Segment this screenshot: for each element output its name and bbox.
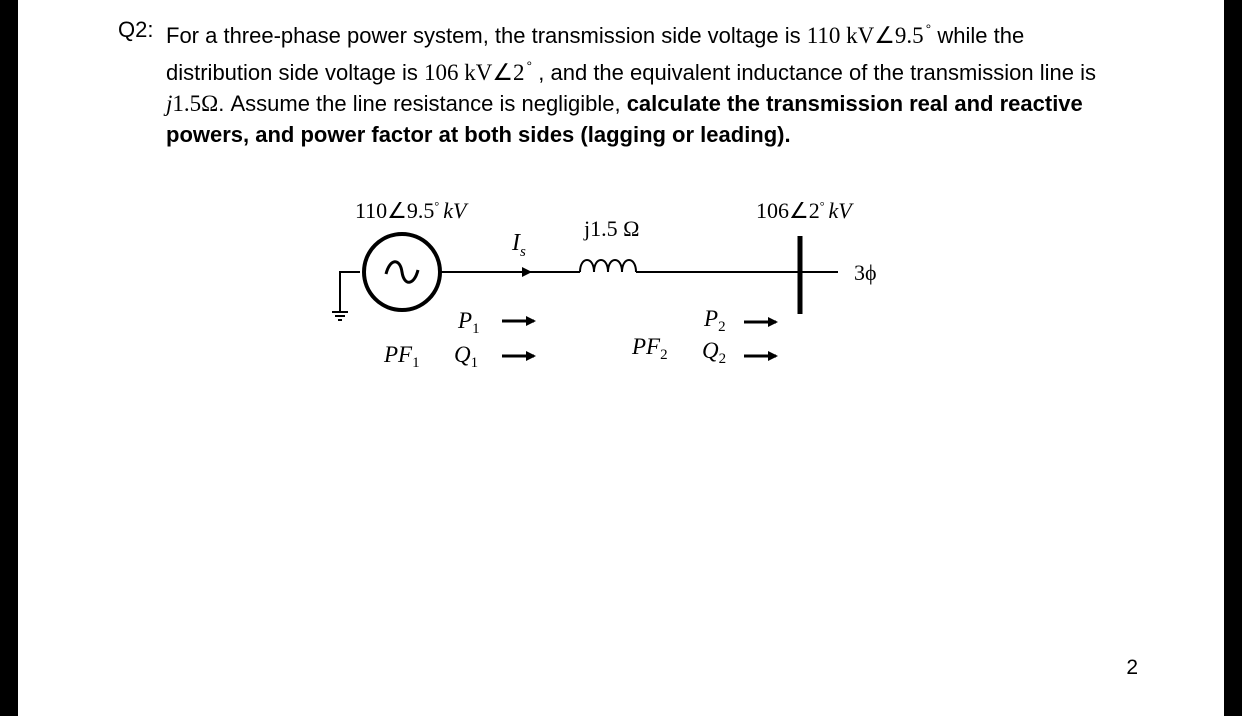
question-text-part3: , and the equivalent inductance of the t… <box>538 60 1096 85</box>
pf2-label: PF2 <box>631 334 668 363</box>
degree-symbol: ° <box>526 58 533 74</box>
angle-symbol: ∠ <box>492 60 514 85</box>
q1-label: Q1 <box>454 342 478 371</box>
angle-symbol: ∠ <box>874 23 895 48</box>
impedance-label: j1.5 Ω <box>583 216 639 241</box>
pf1-label: PF1 <box>383 342 420 371</box>
question-text-part4: . Assume the line resistance is negligib… <box>218 91 621 116</box>
reactance-value: 1.5Ω <box>172 91 219 116</box>
question-task-bold: calculate the transmission real and reac… <box>166 91 1083 147</box>
question-text: For a three-phase power system, the tran… <box>166 14 1118 150</box>
p2-label: P2 <box>703 306 726 335</box>
single-line-diagram: 110∠9.5°kV 106∠2°kV j1.5 Ω Is 3ϕ P1 PF1 … <box>332 198 877 371</box>
transmission-voltage-angle: 9.5 <box>894 23 924 48</box>
question-text-part2: while the distribution side voltage is <box>166 23 1025 85</box>
question-text-part1: For a three-phase power system, the tran… <box>166 23 801 48</box>
distribution-voltage-angle: 2 <box>513 60 525 85</box>
transmission-voltage-magnitude: 110 kV <box>806 23 875 48</box>
question-block: Q2: For a three-phase power system, the … <box>118 14 1118 150</box>
sending-voltage-label: 110∠9.5°kV <box>355 198 469 223</box>
q2-label: Q2 <box>702 338 726 367</box>
three-phase-label: 3ϕ <box>854 260 877 285</box>
ground-icon <box>332 271 360 321</box>
transmission-line <box>440 259 838 273</box>
question-label: Q2: <box>118 17 154 42</box>
ac-generator-icon <box>362 232 442 312</box>
distribution-voltage-magnitude: 106 kV <box>424 60 493 85</box>
p1-label: P1 <box>457 308 480 337</box>
degree-symbol: ° <box>925 21 932 37</box>
document-page: Q2: For a three-phase power system, the … <box>18 0 1224 716</box>
inductor-icon <box>579 259 637 273</box>
reactance-j: j <box>166 91 173 116</box>
current-label: Is <box>511 230 526 260</box>
receiving-voltage-label: 106∠2°kV <box>756 198 854 223</box>
page-number: 2 <box>1126 656 1138 679</box>
